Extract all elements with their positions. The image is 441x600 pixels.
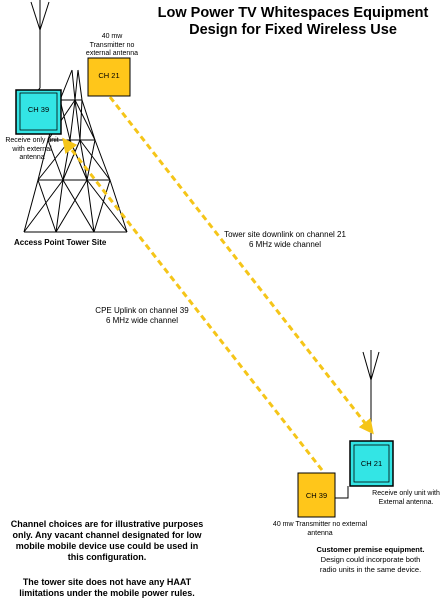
customer-transmitter-channel: CH 39 [305, 491, 328, 500]
customer-premise-desc-line: radio units in the same device. [319, 565, 422, 574]
customer-receiver-channel: CH 21 [360, 459, 383, 468]
tower-receiver-unit [15, 89, 62, 135]
customer-rx-caption-line: External antenna. [378, 498, 434, 506]
customer-rx-caption-line: Receive only unit with [372, 490, 440, 497]
customer-premise-desc-line: Design could incorporate both [320, 555, 421, 564]
notes-line: limitations under the mobile power rules… [19, 588, 195, 598]
tower-rx-caption-line: antenna [19, 154, 45, 161]
customer-unit-connector [335, 486, 349, 499]
tower-site-label: Access Point Tower Site [14, 238, 107, 247]
notes-line: this configuration. [67, 552, 147, 562]
tower-rx-caption-line: Receive only unit [5, 137, 59, 144]
customer-premise-title: Customer premise equipment. [316, 545, 425, 554]
tower-transmitter-caption: 40 mw Transmitter no external antenna [82, 33, 142, 59]
notes-line: Channel choices are for illustrative pur… [10, 519, 204, 529]
customer-receiver-unit [349, 440, 394, 487]
customer-antenna-icon [362, 350, 380, 442]
downlink-label-line: 6 MHz wide channel [248, 240, 322, 249]
tower-receiver-caption: Receive only unit with external antenna [2, 137, 62, 163]
title-line-1: Low Power TV Whitespaces Equipment [157, 5, 429, 21]
tower-tx-caption-line: Transmitter no [89, 41, 135, 49]
tower-rx-caption-line: with external [12, 145, 52, 153]
tower-transmitter-unit [87, 57, 131, 97]
downlink-arrow [108, 96, 374, 435]
customer-transmitter-unit [297, 472, 336, 518]
downlink-label: Tower site downlink on channel 21 6 MHz … [210, 230, 360, 250]
uplink-arrow [62, 137, 324, 471]
haat-notes: The tower site does not have any HAAT li… [2, 577, 212, 599]
tower-tx-caption-line: external antenna [85, 50, 139, 57]
notes-line: only. Any vacant channel designated for … [12, 530, 202, 540]
notes-line: The tower site does not have any HAAT [22, 577, 192, 587]
channel-notes: Channel choices are for illustrative pur… [2, 519, 212, 563]
customer-receiver-inner-frame [353, 444, 390, 483]
uplink-label-line: 6 MHz wide channel [105, 316, 179, 325]
tower-receiver-inner-frame [19, 92, 58, 131]
tower-transmitter-channel: CH 21 [98, 71, 120, 80]
notes-line: mobile mobile device use could be used i… [15, 541, 199, 551]
customer-receiver-caption: Receive only unit with External antenna. [372, 490, 440, 507]
tower-tx-caption-line: 40 mw [101, 33, 123, 40]
uplink-label: CPE Uplink on channel 39 6 MHz wide chan… [82, 306, 202, 326]
downlink-label-line: Tower site downlink on channel 21 [224, 230, 346, 239]
tower-antenna-icon [30, 0, 50, 95]
customer-transmitter-caption: 40 mw Transmitter no external antenna [272, 521, 368, 537]
diagram-title: Low Power TV Whitespaces Equipment Desig… [150, 5, 436, 39]
customer-premise-description: Customer premise equipment. Design could… [300, 545, 441, 575]
tower-receiver-channel: CH 39 [27, 105, 50, 114]
title-line-2: Design for Fixed Wireless Use [189, 22, 397, 38]
uplink-label-line: CPE Uplink on channel 39 [95, 306, 189, 315]
